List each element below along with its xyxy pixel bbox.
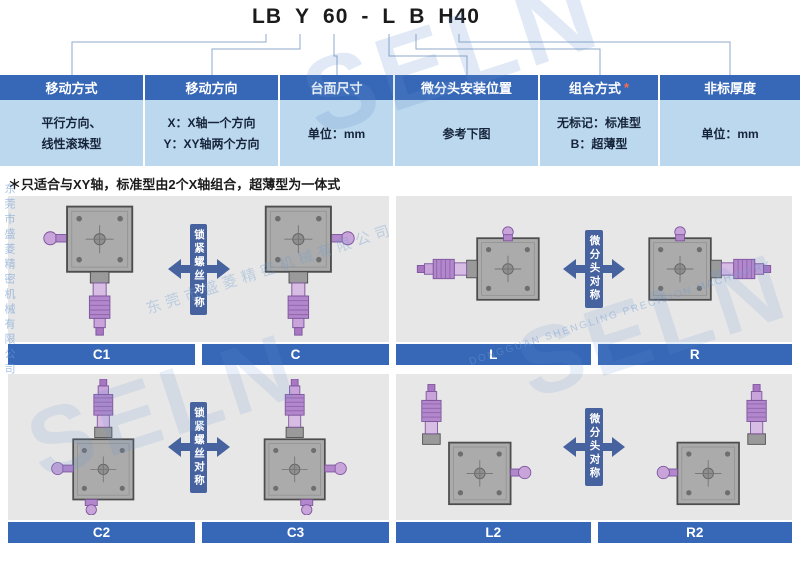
header-movement-direction: 移动方向 bbox=[145, 75, 280, 100]
cell-movement-type: 平行方向、 线性滚珠型 bbox=[0, 100, 145, 166]
footnote: ＊只适合与XY轴，标准型由2个X轴组合，超薄型为一体式 bbox=[0, 166, 800, 196]
panel-label-c1: C1 bbox=[8, 344, 195, 365]
panel-half-l2-r2: 微分头对称 L2 R2 bbox=[396, 374, 792, 543]
spec-table-body: 平行方向、 线性滚珠型 X：X轴一个方向 Y：XY轴两个方向 单位：mm 参考下… bbox=[0, 100, 800, 166]
cell-movement-direction: X：X轴一个方向 Y：XY轴两个方向 bbox=[145, 100, 280, 166]
stage-figure-c1 bbox=[42, 205, 133, 336]
panel-label-l: L bbox=[396, 344, 591, 365]
symmetry-arrow-label: 微分头对称 bbox=[585, 230, 603, 308]
stage-figure-c2 bbox=[50, 379, 134, 515]
panel-labels: L R bbox=[396, 344, 792, 365]
stage-figure-c3 bbox=[263, 379, 347, 515]
movement-type-line1: 平行方向、 bbox=[41, 116, 102, 130]
panel-label-r: R bbox=[597, 344, 792, 365]
cell-thickness: 单位：mm bbox=[660, 100, 800, 166]
model-code: LB Y 60 - L B H40 bbox=[252, 5, 480, 29]
panel-half-l-r: 微分头对称 L R bbox=[396, 196, 792, 365]
direction-x-text: ：X轴一个方向 bbox=[175, 116, 256, 130]
panel-images-c1-c: 锁紧螺丝对称 bbox=[8, 196, 389, 342]
symmetry-arrow: 锁紧螺丝对称 bbox=[167, 223, 231, 315]
panel-label-l2: L2 bbox=[396, 522, 591, 543]
cell-table-size: 单位：mm bbox=[280, 100, 395, 166]
panel-labels: C2 C3 bbox=[8, 522, 389, 543]
footnote-text: 只适合与XY轴，标准型由2个X轴组合，超薄型为一体式 bbox=[21, 177, 341, 192]
header-micrometer-position: 微分头安装位置 bbox=[395, 75, 540, 100]
panel-half-c1-c: 锁紧螺丝对称 C1 C bbox=[8, 196, 389, 365]
panel-row-2: 锁紧螺丝对称 C2 C3 bbox=[0, 374, 800, 543]
model-token-direction: Y bbox=[295, 5, 311, 28]
symmetry-arrow: 微分头对称 bbox=[562, 408, 626, 486]
combination-standard-text: ：标准型 bbox=[593, 116, 642, 130]
panel-labels: C1 C bbox=[8, 344, 389, 365]
header-combination: 组合方式 * bbox=[540, 75, 660, 100]
direction-y-prefix: Y bbox=[163, 137, 172, 151]
combination-thin-text: ：超薄型 bbox=[579, 137, 628, 151]
panel-label-c2: C2 bbox=[8, 522, 195, 543]
spec-table-header: 移动方式 移动方向 台面尺寸 微分头安装位置 组合方式 * 非标厚度 bbox=[0, 75, 800, 100]
panel-images-l-r: 微分头对称 bbox=[396, 196, 792, 342]
cell-micrometer-position: 参考下图 bbox=[395, 100, 540, 166]
spec-table: 移动方式 移动方向 台面尺寸 微分头安装位置 组合方式 * 非标厚度 平行方向、… bbox=[0, 75, 800, 166]
symmetry-arrow: 微分头对称 bbox=[562, 230, 626, 308]
model-code-area: LB Y 60 - L B H40 bbox=[0, 0, 800, 75]
direction-y: Y：XY轴两个方向 bbox=[163, 135, 259, 152]
header-combination-label: 组合方式 bbox=[568, 81, 621, 96]
header-table-size: 台面尺寸 bbox=[280, 75, 395, 100]
stage-figure-l bbox=[416, 226, 540, 301]
header-movement-type: 移动方式 bbox=[0, 75, 145, 100]
cell-combination: 无标记：标准型 B：超薄型 bbox=[540, 100, 660, 166]
model-token-size: 60 bbox=[323, 5, 349, 28]
stage-figure-l2 bbox=[421, 384, 532, 506]
panel-row-1: 锁紧螺丝对称 C1 C bbox=[0, 196, 800, 365]
stage-figure-r bbox=[648, 226, 772, 301]
header-thickness: 非标厚度 bbox=[660, 75, 800, 100]
panel-images-c2-c3: 锁紧螺丝对称 bbox=[8, 374, 389, 520]
symmetry-arrow-label: 锁紧螺丝对称 bbox=[189, 223, 207, 315]
callout-lines bbox=[71, 34, 731, 75]
symmetry-arrow-label: 微分头对称 bbox=[585, 408, 603, 486]
footnote-star: ＊ bbox=[8, 177, 22, 192]
stage-figure-c bbox=[264, 205, 355, 336]
model-token-position: L bbox=[382, 5, 397, 28]
combination-standard-prefix: 无标记 bbox=[556, 116, 593, 130]
symmetry-arrow: 锁紧螺丝对称 bbox=[167, 401, 231, 493]
model-token-series: LB bbox=[252, 5, 282, 28]
movement-type-line2: 线性滚珠型 bbox=[41, 137, 102, 151]
model-token-combo: B bbox=[409, 5, 426, 28]
combination-thin-prefix: B bbox=[570, 137, 580, 151]
direction-y-text: ：XY轴两个方向 bbox=[171, 137, 260, 151]
combination-thin: B：超薄型 bbox=[571, 135, 628, 152]
panel-half-c2-c3: 锁紧螺丝对称 C2 C3 bbox=[8, 374, 389, 543]
combination-standard: 无标记：标准型 bbox=[557, 114, 641, 131]
symmetry-arrow-label: 锁紧螺丝对称 bbox=[189, 401, 207, 493]
header-star: * bbox=[623, 80, 630, 95]
panel-images-l2-r2: 微分头对称 bbox=[396, 374, 792, 520]
direction-x-prefix: X bbox=[167, 116, 176, 130]
stage-figure-r2 bbox=[656, 384, 767, 506]
direction-x: X：X轴一个方向 bbox=[167, 114, 255, 131]
model-token-thickness: H40 bbox=[438, 5, 480, 28]
panel-label-c: C bbox=[202, 344, 389, 365]
model-token-hyphen: - bbox=[361, 5, 370, 28]
panel-label-r2: R2 bbox=[597, 522, 792, 543]
panel-label-c3: C3 bbox=[202, 522, 389, 543]
panel-labels: L2 R2 bbox=[396, 522, 792, 543]
